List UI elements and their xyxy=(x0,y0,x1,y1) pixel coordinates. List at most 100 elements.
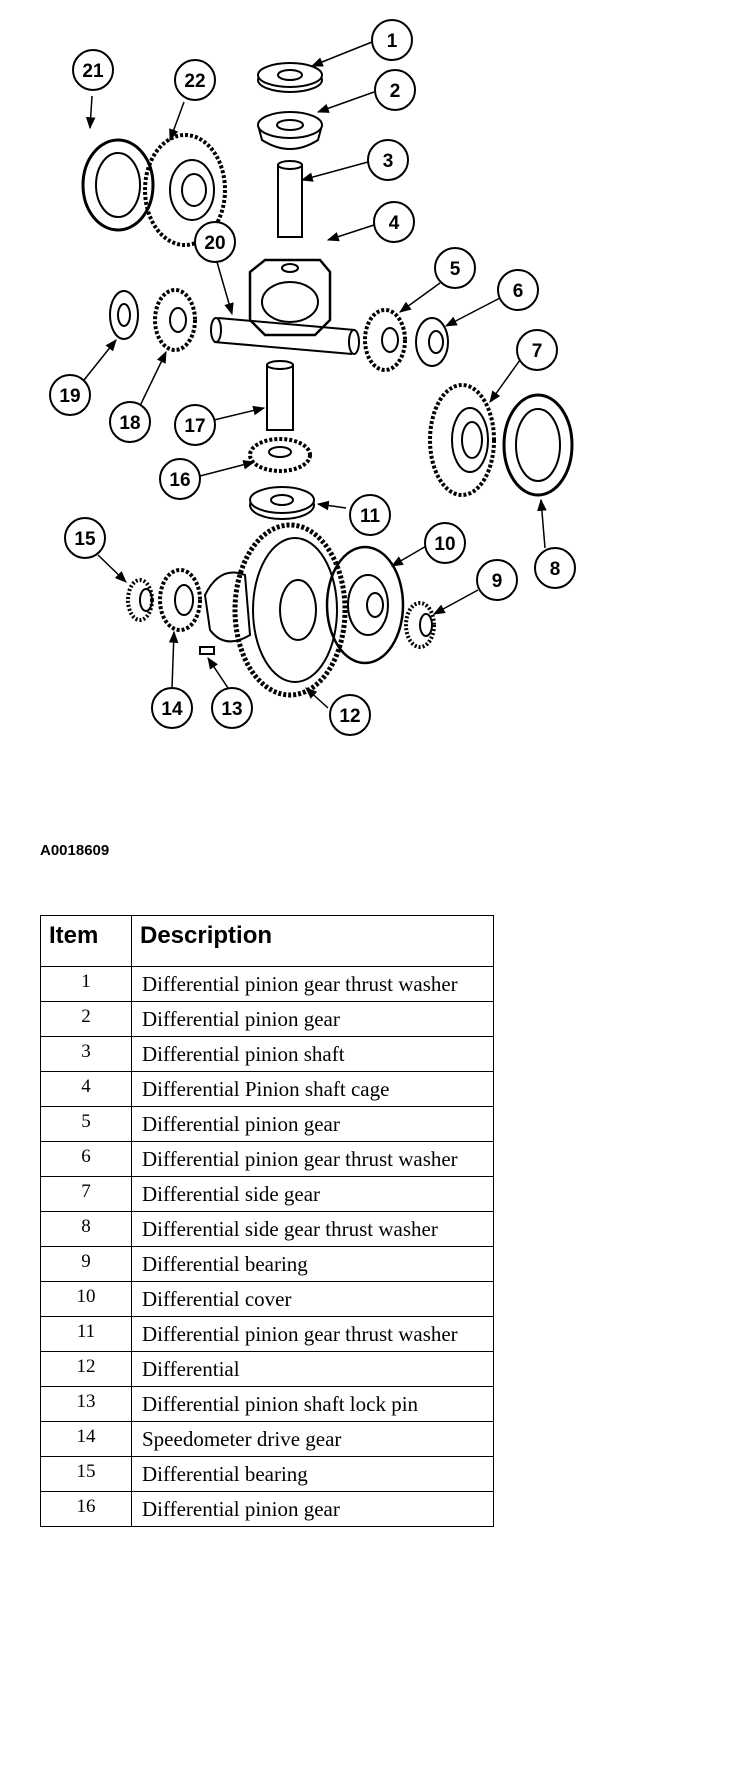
item-number: 1 xyxy=(40,966,132,1002)
callout-label-15: 15 xyxy=(74,529,96,550)
callout-circle-10 xyxy=(424,522,466,564)
item-number: 4 xyxy=(40,1071,132,1107)
item-number: 7 xyxy=(40,1176,132,1212)
item-description: Differential pinion gear xyxy=(131,1001,494,1037)
part-pinion-gear-5 xyxy=(363,308,407,372)
item-number: 2 xyxy=(40,1001,132,1037)
callout-circle-21 xyxy=(72,49,114,91)
part-lock-pin-13 xyxy=(199,646,215,655)
part-pinion-shaft-cage-4 xyxy=(248,258,332,337)
callout-circle-17 xyxy=(174,404,216,446)
callout-label-19: 19 xyxy=(59,386,80,407)
callout-label-21: 21 xyxy=(82,61,104,82)
callout-circle-8 xyxy=(534,547,576,589)
item-description: Differential Pinion shaft cage xyxy=(131,1071,494,1107)
table-header-row: Item Description xyxy=(40,915,494,967)
part-pinion-thrust-washer-1 xyxy=(257,62,323,93)
part-differential-12 xyxy=(203,522,348,698)
item-number: 16 xyxy=(40,1491,132,1527)
callout-label-2: 2 xyxy=(390,81,401,102)
callout-circle-12 xyxy=(329,694,371,736)
part-pinion-gear-18 xyxy=(153,288,197,352)
leader-lines xyxy=(83,41,547,709)
part-bearing-15 xyxy=(126,578,154,622)
part-pinion-thrust-washer-11 xyxy=(249,486,315,520)
part-pinion-thrust-washer-19 xyxy=(109,290,139,340)
callout-circle-1 xyxy=(371,19,413,61)
callout-label-11: 11 xyxy=(360,506,381,527)
callout-circle-13 xyxy=(211,687,253,729)
callout-circle-9 xyxy=(476,559,518,601)
item-number: 11 xyxy=(40,1316,132,1352)
item-description: Differential xyxy=(131,1351,494,1387)
item-description: Differential pinion gear xyxy=(131,1106,494,1142)
header-description: Description xyxy=(131,915,494,967)
item-description: Differential side gear xyxy=(131,1176,494,1212)
item-description: Differential pinion gear thrust washer xyxy=(131,966,494,1002)
callout-circle-7 xyxy=(516,329,558,371)
callout-label-10: 10 xyxy=(434,534,455,555)
callout-label-14: 14 xyxy=(161,699,183,720)
header-item: Item xyxy=(40,915,132,967)
item-description: Differential pinion gear thrust washer xyxy=(131,1316,494,1352)
callout-label-12: 12 xyxy=(339,706,360,727)
item-number: 15 xyxy=(40,1456,132,1492)
part-differential-cover-10 xyxy=(325,545,405,665)
part-speedometer-gear-14 xyxy=(158,568,202,632)
callout-circle-14 xyxy=(151,687,193,729)
item-number: 12 xyxy=(40,1351,132,1387)
callout-circle-20 xyxy=(194,221,236,263)
item-number: 3 xyxy=(40,1036,132,1072)
callout-circle-6 xyxy=(497,269,539,311)
callout-circle-19 xyxy=(49,374,91,416)
item-description: Differential pinion gear thrust washer xyxy=(131,1141,494,1177)
item-description: Speedometer drive gear xyxy=(131,1421,494,1457)
callout-circle-4 xyxy=(373,201,415,243)
callout-label-17: 17 xyxy=(184,416,205,437)
item-description: Differential bearing xyxy=(131,1246,494,1282)
item-number: 9 xyxy=(40,1246,132,1282)
callout-label-8: 8 xyxy=(550,559,561,580)
callout-label-4: 4 xyxy=(389,213,400,234)
part-side-gear-22 xyxy=(143,133,227,247)
callout-label-3: 3 xyxy=(383,151,394,172)
callout-circle-22 xyxy=(174,59,216,101)
callout-circle-5 xyxy=(434,247,476,289)
callout-label-16: 16 xyxy=(169,470,190,491)
callout-circle-18 xyxy=(109,401,151,443)
part-pinion-shaft-20 xyxy=(210,317,360,355)
callout-label-13: 13 xyxy=(221,699,242,720)
part-pinion-shaft-17 xyxy=(266,360,294,431)
callout-circle-16 xyxy=(159,458,201,500)
part-side-gear-7 xyxy=(428,383,496,497)
item-number: 6 xyxy=(40,1141,132,1177)
item-number: 14 xyxy=(40,1421,132,1457)
item-number: 8 xyxy=(40,1211,132,1247)
item-description: Differential pinion gear xyxy=(131,1491,494,1527)
callout-label-6: 6 xyxy=(513,281,524,302)
callout-circle-15 xyxy=(64,517,106,559)
item-description: Differential pinion shaft xyxy=(131,1036,494,1072)
callout-circle-11 xyxy=(349,494,391,536)
item-description: Differential cover xyxy=(131,1281,494,1317)
part-pinion-gear-2 xyxy=(257,111,323,150)
callout-label-7: 7 xyxy=(532,341,543,362)
part-pinion-gear-16 xyxy=(248,437,312,473)
